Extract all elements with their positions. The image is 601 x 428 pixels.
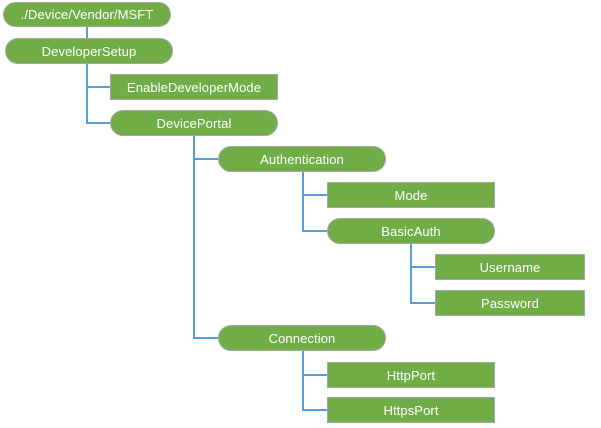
tree-node-connection[interactable]: Connection [218, 325, 386, 351]
tree-node-username[interactable]: Username [435, 254, 585, 280]
tree-node-developersetup[interactable]: DeveloperSetup [5, 38, 173, 64]
tree-node-label: DevicePortal [156, 115, 232, 131]
tree-node-root[interactable]: ./Device/Vendor/MSFT [3, 2, 171, 27]
tree-node-httpsport[interactable]: HttpsPort [327, 397, 495, 423]
connector-deviceportal-to-authentication [193, 136, 218, 160]
tree-node-password[interactable]: Password [435, 290, 585, 316]
tree-node-label: BasicAuth [381, 223, 441, 239]
connector-deviceportal-to-connection [193, 136, 218, 339]
connector-connection-to-httpport [302, 351, 327, 376]
tree-node-label: ./Device/Vendor/MSFT [20, 7, 154, 22]
connector-authentication-to-mode [302, 172, 327, 196]
tree-node-label: Username [479, 259, 541, 275]
tree-node-label: Authentication [260, 151, 344, 167]
tree-node-label: DeveloperSetup [41, 43, 137, 59]
connector-basicauth-to-password [410, 244, 435, 304]
connector-basicauth-to-username [410, 244, 435, 268]
tree-node-label: HttpPort [386, 367, 436, 383]
tree-node-label: Password [481, 295, 539, 311]
connector-connection-to-httpsport [302, 351, 327, 411]
tree-node-deviceportal[interactable]: DevicePortal [110, 110, 278, 136]
tree-node-mode[interactable]: Mode [327, 182, 495, 208]
tree-node-label: HttpsPort [383, 402, 439, 418]
tree-node-label: EnableDeveloperMode [126, 79, 262, 95]
tree-node-label: Connection [268, 330, 336, 346]
tree-node-httpport[interactable]: HttpPort [327, 362, 495, 388]
connector-developersetup-to-enabledevelopermode [86, 64, 110, 88]
connector-authentication-to-basicauth [302, 172, 327, 232]
tree-node-label: Mode [394, 187, 428, 203]
tree-node-enabledevelopermode[interactable]: EnableDeveloperMode [110, 74, 278, 100]
tree-node-authentication[interactable]: Authentication [218, 146, 386, 172]
connector-developersetup-to-deviceportal [86, 64, 110, 124]
tree-node-basicauth[interactable]: BasicAuth [327, 218, 495, 244]
